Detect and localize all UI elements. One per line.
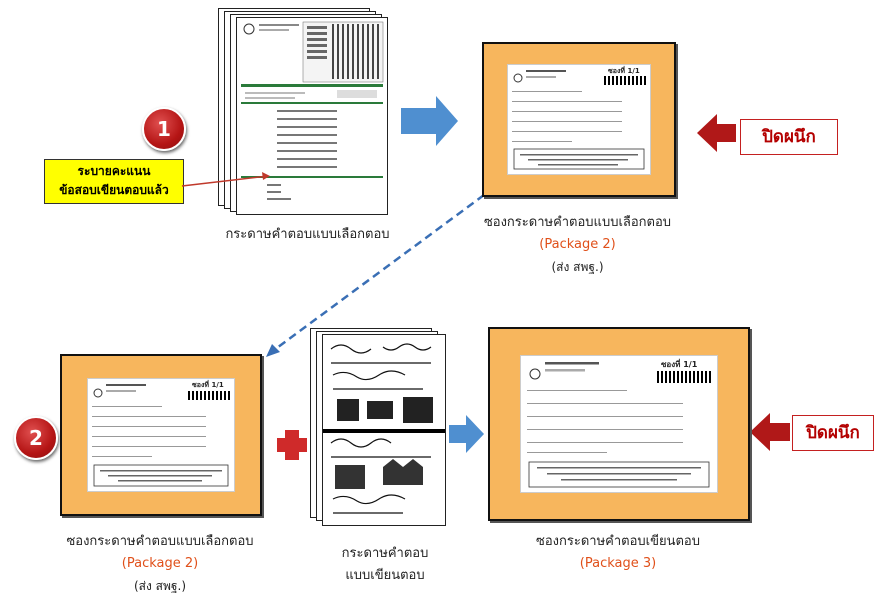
- package2-bottom-title: ซองกระดาษคำตอบแบบเลือกตอบ: [66, 534, 254, 549]
- answer-sheet-caption-text: กระดาษคำตอบแบบเลือกตอบ: [225, 227, 390, 242]
- package2-top-label-page-num: 1/1: [627, 67, 640, 75]
- package2-top-package: (Package 2): [539, 237, 616, 252]
- package3-title: ซองกระดาษคำตอบเขียนตอบ: [536, 534, 700, 549]
- package3-label-prefix: ซองที่: [661, 360, 681, 369]
- package3-envelope: ซองที่ 1/1: [488, 327, 750, 521]
- package3-label-page-num: 1/1: [683, 360, 698, 369]
- note-pointer-line: [181, 175, 269, 187]
- seal-label-bottom: ปิดผนึก: [792, 415, 874, 451]
- seal-label-top: ปิดผนึก: [740, 119, 838, 155]
- package2-bottom-sub: (ส่ง สพฐ.): [133, 579, 187, 593]
- written-sheet-graphic: [323, 343, 445, 514]
- package2-bottom-label: ซองที่ 1/1: [87, 378, 235, 492]
- package2-top-title: ซองกระดาษคำตอบแบบเลือกตอบ: [483, 215, 672, 230]
- scored-note-line1: ระบายคะแนน: [77, 164, 151, 178]
- package2-bottom-label-page-num: 1/1: [211, 381, 224, 389]
- arrow-sheet-to-package2: [401, 96, 458, 146]
- written-sheets-caption-line2: แบบเขียนตอบ: [345, 568, 425, 583]
- written-sheets-caption-line1: กระดาษคำตอบ: [341, 546, 429, 561]
- package2-bottom-label-graphic: [92, 384, 230, 487]
- answer-sheet-caption: กระดาษคำตอบแบบเลือกตอบ: [205, 224, 410, 246]
- dashed-connector: [269, 193, 485, 355]
- written-sheet-front: [322, 334, 446, 526]
- package2-top-envelope: ซองที่ 1/1: [482, 42, 676, 197]
- package2-top-caption: ซองกระดาษคำตอบแบบเลือกตอบ (Package 2) (ส…: [465, 212, 690, 278]
- package3-caption: ซองกระดาษคำตอบเขียนตอบ (Package 3): [500, 531, 736, 575]
- scored-note-line2: ข้อสอบเขียนตอบแล้ว: [59, 183, 169, 197]
- dashed-connector-head: [266, 344, 280, 357]
- note-pointer-head: [262, 172, 270, 180]
- seal-arrow-top: [697, 114, 736, 152]
- answer-sheet-graphic: [241, 21, 384, 200]
- step-1-badge: 1: [142, 107, 186, 151]
- arrow-written-to-package3: [449, 415, 484, 453]
- package2-bottom-caption: ซองกระดาษคำตอบแบบเลือกตอบ (Package 2) (ส…: [45, 531, 275, 597]
- package2-top-sub: (ส่ง สพฐ.): [551, 260, 604, 274]
- package2-bottom-label-prefix: ซองที่: [192, 381, 209, 389]
- answer-sheet-front: [236, 17, 388, 215]
- package3-label-graphic: [527, 362, 711, 488]
- package3-package: (Package 3): [579, 556, 657, 571]
- package2-bottom-package: (Package 2): [121, 556, 199, 571]
- plus-sign: [277, 430, 307, 460]
- package2-bottom-envelope: ซองที่ 1/1: [60, 354, 262, 516]
- scored-note: ระบายคะแนน ข้อสอบเขียนตอบแล้ว: [44, 159, 184, 204]
- package3-label-page: ซองที่ 1/1: [661, 358, 697, 371]
- package2-top-label-page: ซองที่ 1/1: [608, 66, 640, 77]
- seal-arrow-bottom: [750, 413, 790, 451]
- step-2-badge: 2: [14, 416, 58, 460]
- written-sheet-stack: [310, 328, 450, 526]
- package2-bottom-label-page: ซองที่ 1/1: [192, 380, 224, 391]
- package2-top-label-graphic: [512, 70, 646, 170]
- package2-top-label: ซองที่ 1/1: [507, 64, 651, 175]
- answer-sheet-stack: [218, 8, 388, 215]
- written-sheets-caption: กระดาษคำตอบ แบบเขียนตอบ: [315, 543, 455, 587]
- package2-top-label-prefix: ซองที่: [608, 67, 625, 75]
- package3-label: ซองที่ 1/1: [520, 355, 718, 493]
